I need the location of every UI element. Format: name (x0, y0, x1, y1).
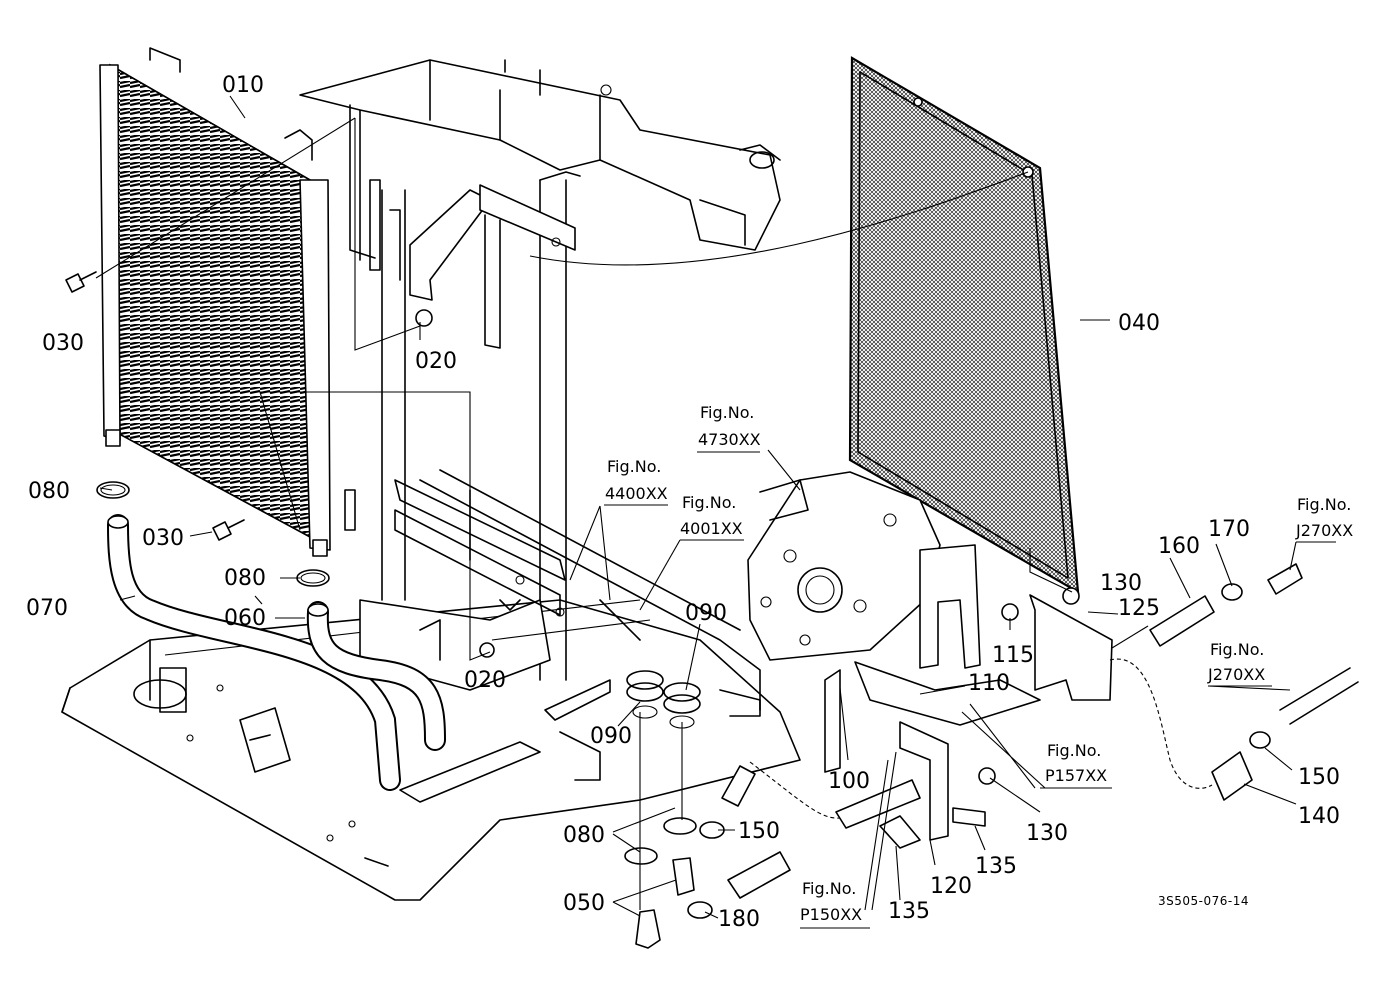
label-170: 170 (1208, 517, 1250, 542)
fig-ref-J270-mid-num: J270XX (1207, 665, 1265, 684)
fig-ref-P150-head: Fig.No. (802, 879, 856, 898)
label-135-bottom: 135 (888, 899, 930, 924)
label-125: 125 (1118, 596, 1160, 621)
fig-ref-P150-num: P150XX (800, 905, 862, 924)
fig-ref-J270-top-head: Fig.No. (1297, 495, 1351, 514)
label-135-right: 135 (975, 854, 1017, 879)
label-030-bottom: 030 (142, 526, 184, 551)
fig-ref-P157-num: P157XX (1045, 766, 1107, 785)
label-020-top: 020 (415, 349, 457, 374)
hose-070 (107, 514, 401, 791)
label-130-top: 130 (1100, 571, 1142, 596)
hose-clamps (96, 481, 1271, 919)
label-100: 100 (828, 769, 870, 794)
label-050: 050 (563, 891, 605, 916)
hose-060 (306, 601, 446, 751)
label-080-middle: 080 (224, 566, 266, 591)
fig-ref-4730-num: 4730XX (698, 430, 761, 449)
diagram-code: 3S505-076-14 (1158, 894, 1249, 908)
elbows (635, 857, 695, 949)
fig-ref-J270-top-num: J270XX (1295, 521, 1353, 540)
fig-ref-P157-head: Fig.No. (1047, 741, 1101, 760)
label-120: 120 (930, 874, 972, 899)
part-labels: 010 030 030 020 020 040 080 080 080 070 … (26, 73, 1340, 932)
leader-lines (95, 95, 1336, 929)
fig-ref-J270-mid-head: Fig.No. (1210, 640, 1264, 659)
label-080-lower: 080 (563, 823, 605, 848)
label-040: 040 (1118, 311, 1160, 336)
label-090-right: 090 (685, 601, 727, 626)
fig-ref-4400-head: Fig.No. (607, 457, 661, 476)
label-180: 180 (718, 907, 760, 932)
brackets (824, 544, 1113, 849)
label-160: 160 (1158, 534, 1200, 559)
label-010: 010 (222, 73, 264, 98)
radiator-core (99, 47, 331, 557)
label-020-bottom: 020 (464, 668, 506, 693)
fig-ref-4400-num: 4400XX (605, 484, 668, 503)
label-080-left: 080 (28, 479, 70, 504)
fig-ref-4001-head: Fig.No. (682, 493, 736, 512)
routing-lines (529, 171, 1213, 819)
label-060: 060 (224, 606, 266, 631)
label-070: 070 (26, 596, 68, 621)
label-150-lower: 150 (738, 819, 780, 844)
label-140: 140 (1298, 804, 1340, 829)
figure-references: Fig.No. 4730XX Fig.No. 4400XX Fig.No. 40… (605, 403, 1353, 924)
label-110: 110 (968, 671, 1010, 696)
fig-ref-4730-head: Fig.No. (700, 403, 754, 422)
label-130-bottom: 130 (1026, 821, 1068, 846)
label-115: 115 (992, 643, 1034, 668)
fig-ref-4001-num: 4001XX (680, 519, 743, 538)
engine-block (747, 471, 941, 661)
short-hoses (721, 563, 1359, 899)
label-090-left: 090 (590, 724, 632, 749)
label-030-top: 030 (42, 331, 84, 356)
label-150-right: 150 (1298, 765, 1340, 790)
